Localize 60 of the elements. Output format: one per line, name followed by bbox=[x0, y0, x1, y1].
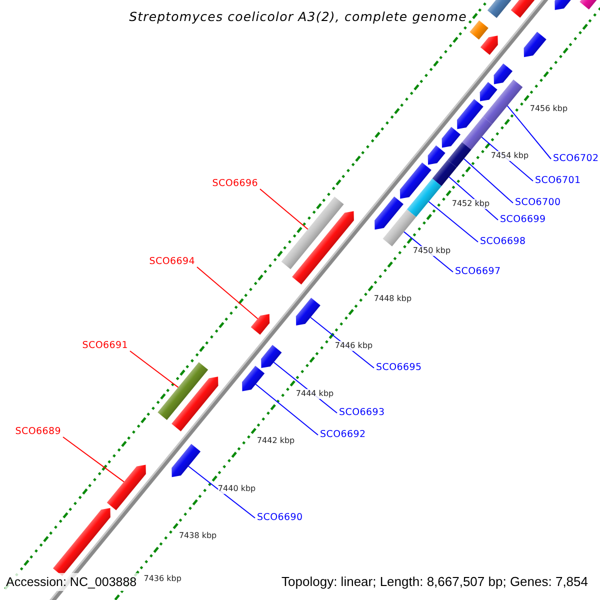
scale-label: 7456 kbp bbox=[530, 104, 568, 114]
gene-feature bbox=[172, 444, 201, 478]
scale-label: 7448 kbp bbox=[374, 294, 412, 304]
leader-line bbox=[260, 188, 308, 230]
gene-feature bbox=[480, 82, 498, 102]
scale-label: 7436 kbp bbox=[144, 574, 182, 584]
gene-bar bbox=[447, 142, 472, 168]
gene-bar bbox=[406, 178, 442, 218]
scale-label: 7452 kbp bbox=[452, 198, 490, 209]
gene-label: SCO6693 bbox=[339, 407, 385, 418]
gene-label: SCO6694 bbox=[149, 256, 195, 267]
scale-label: 7440 kbp bbox=[218, 484, 256, 494]
gene-label: SCO6698 bbox=[480, 236, 526, 247]
leader-line bbox=[62, 436, 124, 482]
gene-feature bbox=[524, 32, 546, 58]
scale-label: 7450 kbp bbox=[412, 246, 451, 256]
gene-feature bbox=[428, 145, 446, 165]
accession-text: Accession: NC_003888 bbox=[5, 573, 138, 591]
gene-label: SCO6700 bbox=[515, 197, 561, 208]
scale-label: 7442 kbp bbox=[256, 436, 295, 446]
gene-bar bbox=[470, 20, 488, 40]
gene-label: SCO6689 bbox=[15, 426, 61, 437]
gene-label: SCO6692 bbox=[320, 429, 366, 440]
gene-label: SCO6695 bbox=[376, 362, 422, 373]
leader-line bbox=[463, 158, 514, 204]
gene-feature bbox=[172, 376, 218, 432]
gene-label: SCO6701 bbox=[535, 175, 581, 186]
gene-feature bbox=[374, 196, 404, 230]
gene-label: SCO6702 bbox=[553, 153, 599, 164]
gene-feature bbox=[261, 344, 282, 368]
scale-label: 7454 kbp bbox=[490, 151, 529, 162]
scale-label: 7444 kbp bbox=[296, 388, 334, 399]
gene-label: SCO6696 bbox=[212, 178, 258, 189]
scale-label: 7438 kbp bbox=[178, 531, 217, 542]
gene-feature bbox=[480, 36, 498, 55]
scale-label: 7446 kbp bbox=[334, 341, 373, 352]
leader-line bbox=[255, 384, 318, 436]
leader-line bbox=[428, 201, 478, 242]
gene-feature bbox=[554, 0, 571, 10]
gene-bar bbox=[382, 209, 416, 246]
gene-label: SCO6697 bbox=[455, 266, 501, 277]
gene-feature bbox=[510, 0, 536, 18]
gene-bar bbox=[432, 160, 457, 186]
gene-feature bbox=[106, 464, 146, 510]
leader-line bbox=[188, 466, 256, 518]
gene-feature bbox=[400, 162, 432, 199]
gene-feature bbox=[250, 314, 270, 335]
title: Streptomyces coelicolor A3(2), complete genome bbox=[128, 9, 468, 25]
gene-feature bbox=[242, 366, 265, 392]
gene-label: SCO6691 bbox=[82, 340, 128, 351]
gene-feature bbox=[296, 298, 320, 326]
leader-line bbox=[130, 350, 179, 388]
gene-bar bbox=[158, 362, 208, 420]
gene-label: SCO6699 bbox=[500, 214, 546, 225]
gene-feature bbox=[494, 63, 513, 84]
gene-label: SCO6690 bbox=[257, 512, 303, 523]
leader-line bbox=[196, 266, 258, 320]
gene-bar bbox=[281, 196, 344, 270]
gene-feature bbox=[292, 211, 354, 285]
gene-feature bbox=[52, 508, 110, 576]
